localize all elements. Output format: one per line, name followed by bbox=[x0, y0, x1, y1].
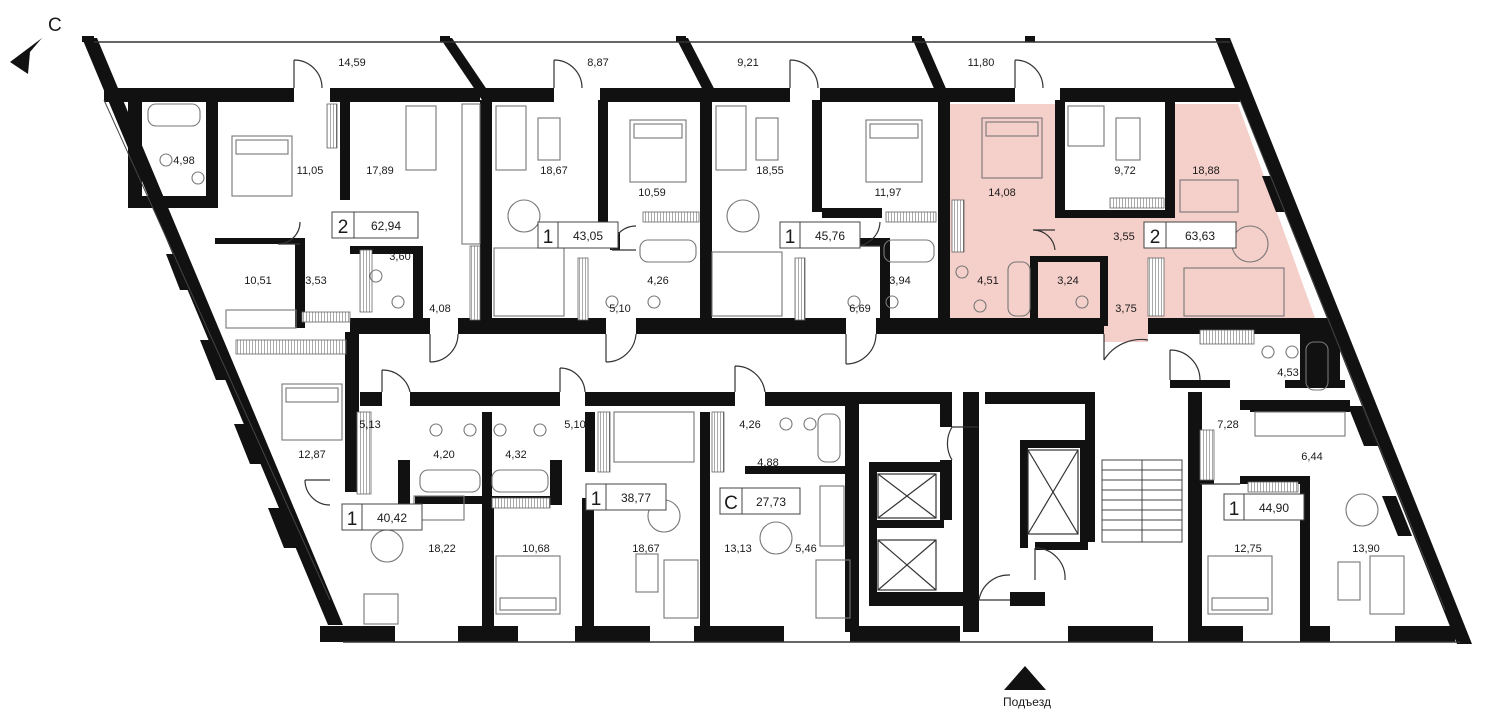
apartment-badge: 2 62,94 bbox=[331, 211, 419, 239]
room-area-label: 5,10 bbox=[564, 419, 585, 431]
apartment-badge: 1 45,76 bbox=[779, 221, 861, 249]
room-area-label: 18,67 bbox=[632, 543, 660, 555]
room-area-label: 12,75 bbox=[1234, 543, 1262, 555]
room-area-label: 9,21 bbox=[737, 57, 758, 69]
entrance-triangle-icon bbox=[1004, 666, 1046, 690]
apartment-area: 63,63 bbox=[1185, 229, 1215, 243]
balcony-outlines bbox=[94, 41, 1460, 643]
apartment-area: 62,94 bbox=[371, 219, 401, 233]
door-swings bbox=[277, 59, 1240, 601]
room-area-label: 5,10 bbox=[609, 303, 630, 315]
room-area-label: 4,32 bbox=[505, 449, 526, 461]
room-area-label: 3,55 bbox=[1113, 231, 1134, 243]
highlighted-hall-fill bbox=[1104, 318, 1148, 342]
apartment-area: 40,42 bbox=[377, 511, 407, 525]
room-area-label: 18,88 bbox=[1192, 165, 1220, 177]
apartment-area: 38,77 bbox=[621, 491, 651, 505]
room-area-label: 4,20 bbox=[433, 449, 454, 461]
room-area-label: 4,51 bbox=[977, 275, 998, 287]
room-area-label: 4,88 bbox=[757, 457, 778, 469]
room-area-label: 3,60 bbox=[389, 251, 410, 263]
room-area-label: 18,55 bbox=[756, 165, 784, 177]
apartment-rooms: 1 bbox=[1229, 499, 1240, 520]
room-area-label: 14,59 bbox=[338, 57, 366, 69]
apartment-area: 44,90 bbox=[1259, 501, 1289, 515]
apartment-rooms: 1 bbox=[591, 489, 602, 510]
room-area-label: 11,05 bbox=[297, 165, 324, 177]
room-area-label: 4,26 bbox=[647, 275, 668, 287]
room-area-label: 8,87 bbox=[587, 57, 608, 69]
apartment-rooms: 2 bbox=[338, 217, 349, 238]
apartment-area: 43,05 bbox=[573, 229, 603, 243]
apartment-area: 27,73 bbox=[756, 495, 786, 509]
room-area-label: 13,13 bbox=[724, 543, 752, 555]
entrance-marker: Подъезд bbox=[1003, 666, 1051, 709]
room-area-label: 10,51 bbox=[244, 275, 272, 287]
room-area-label: 13,90 bbox=[1352, 543, 1380, 555]
room-area-label: 18,22 bbox=[428, 543, 456, 555]
room-area-label: 10,68 bbox=[522, 543, 550, 555]
apartment-badge: 1 38,77 bbox=[585, 483, 667, 511]
radiators bbox=[235, 103, 1299, 509]
room-area-label: 11,80 bbox=[968, 57, 995, 69]
room-area-label: 4,53 bbox=[1277, 367, 1298, 379]
apartment-badge: 1 44,90 bbox=[1223, 493, 1305, 521]
room-area-label: 3,75 bbox=[1115, 303, 1136, 315]
room-area-label: 3,94 bbox=[889, 275, 910, 287]
north-label: С bbox=[48, 15, 62, 36]
apartment-rooms: 1 bbox=[543, 227, 554, 248]
north-arrow: С bbox=[10, 15, 62, 74]
room-area-label: 11,97 bbox=[875, 187, 902, 199]
room-area-label: 9,72 bbox=[1114, 165, 1135, 177]
room-area-label: 5,46 bbox=[795, 543, 816, 555]
room-area-label: 5,13 bbox=[359, 419, 380, 431]
room-area-label: 12,87 bbox=[298, 449, 326, 461]
apartment-rooms: С bbox=[724, 493, 738, 514]
room-area-labels: 14,59 8,87 9,21 11,80 4,98 11,05 17,89 1… bbox=[173, 57, 1379, 555]
room-area-label: 14,08 bbox=[988, 187, 1016, 199]
stairs bbox=[1101, 459, 1183, 543]
room-area-label: 4,98 bbox=[173, 155, 194, 167]
room-area-label: 17,89 bbox=[366, 165, 394, 177]
room-area-label: 3,24 bbox=[1057, 275, 1078, 287]
highlighted-apartment-fill bbox=[948, 104, 1315, 318]
room-area-label: 4,26 bbox=[739, 419, 760, 431]
entrance-label: Подъезд bbox=[1003, 695, 1051, 709]
room-area-label: 10,59 bbox=[638, 187, 666, 199]
walls bbox=[82, 36, 1472, 644]
apartment-badge: 2 63,63 bbox=[1143, 221, 1237, 249]
north-arrow-icon bbox=[10, 38, 42, 74]
apartment-badge: 1 43,05 bbox=[537, 221, 619, 249]
room-area-label: 4,08 bbox=[429, 303, 450, 315]
apartment-badge: С 27,73 bbox=[719, 487, 801, 515]
apartment-rooms: 1 bbox=[347, 509, 358, 530]
apartment-badges: 2 62,94 1 43,05 1 45,76 2 63,63 1 40,42 bbox=[331, 211, 1305, 531]
room-area-label: 18,67 bbox=[540, 165, 568, 177]
room-area-label: 6,44 bbox=[1301, 451, 1322, 463]
room-area-label: 6,69 bbox=[849, 303, 870, 315]
room-area-label: 7,28 bbox=[1217, 419, 1238, 431]
apartment-rooms: 2 bbox=[1150, 227, 1161, 248]
room-area-label: 3,53 bbox=[305, 275, 326, 287]
core-elevators bbox=[877, 449, 1079, 591]
apartment-badge: 1 40,42 bbox=[341, 503, 423, 531]
furniture bbox=[147, 103, 1405, 625]
apartment-rooms: 1 bbox=[785, 227, 796, 248]
apartment-area: 45,76 bbox=[815, 229, 845, 243]
